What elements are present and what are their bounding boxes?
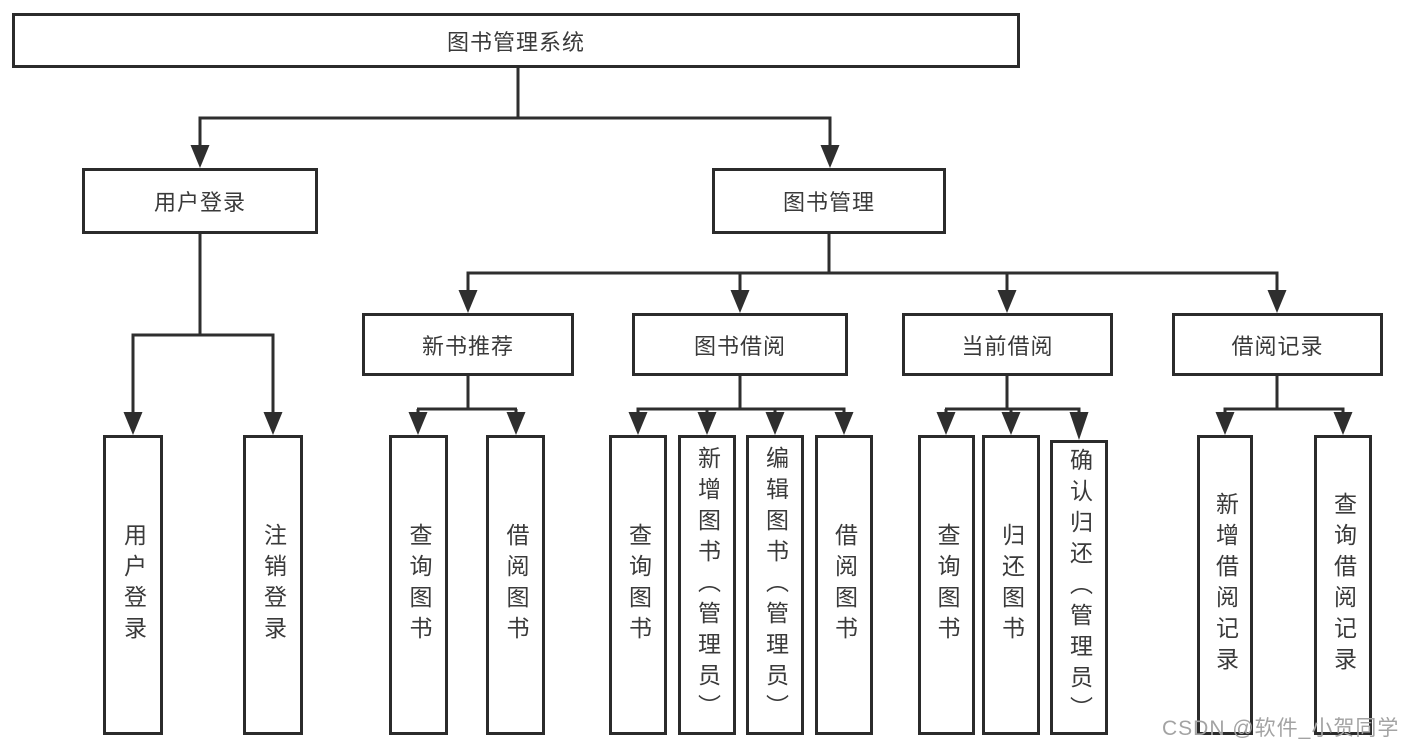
- connector-borrow-records-branch: [1215, 374, 1353, 435]
- leaf-records-add-record: 新增借阅记录: [1197, 435, 1253, 735]
- connector-book-management-to-level3: [458, 232, 1287, 313]
- node-new-book-recommend-label: 新书推荐: [421, 333, 514, 359]
- leaf-rec-borrow-books: 借阅图书: [486, 435, 545, 735]
- leaf-current-return-books: 归还图书: [982, 435, 1040, 735]
- node-book-borrow-label: 图书借阅: [693, 333, 786, 359]
- leaf-records-add-record-label: 新增借阅记录: [1212, 492, 1239, 678]
- leaf-current-return-books-label: 归还图书: [998, 523, 1025, 647]
- node-book-management: 图书管理: [712, 168, 946, 234]
- connector-user-login-branch: [123, 232, 283, 435]
- leaf-borrow-add-books-admin-label: 新增图书（管理员）: [694, 445, 721, 725]
- leaf-current-confirm-return-admin-label: 确认归还（管理员）: [1066, 448, 1093, 727]
- leaf-rec-query-books: 查询图书: [389, 435, 448, 735]
- leaf-borrow-query-books: 查询图书: [609, 435, 667, 735]
- leaf-borrow-edit-books-admin: 编辑图书（管理员）: [746, 435, 804, 735]
- node-borrow-records: 借阅记录: [1172, 313, 1383, 376]
- leaf-user-login: 用户登录: [103, 435, 163, 735]
- leaf-rec-borrow-books-label: 借阅图书: [503, 523, 529, 647]
- leaf-user-login-label: 用户登录: [120, 523, 147, 647]
- node-root: 图书管理系统: [12, 13, 1020, 68]
- node-current-borrow: 当前借阅: [902, 313, 1113, 376]
- node-user-login-label: 用户登录: [153, 190, 246, 215]
- leaf-borrow-query-books-label: 查询图书: [625, 523, 652, 647]
- leaf-current-query-books-label: 查询图书: [934, 523, 960, 647]
- leaf-records-query-record: 查询借阅记录: [1314, 435, 1372, 735]
- leaf-rec-query-books-label: 查询图书: [406, 523, 432, 647]
- leaf-logout: 注销登录: [243, 435, 303, 735]
- node-book-management-label: 图书管理: [782, 190, 875, 215]
- leaf-current-confirm-return-admin: 确认归还（管理员）: [1050, 440, 1108, 735]
- connector-root-to-level2: [190, 66, 840, 168]
- node-user-login: 用户登录: [82, 168, 318, 234]
- node-borrow-records-label: 借阅记录: [1231, 333, 1324, 359]
- leaf-current-query-books: 查询图书: [918, 435, 975, 735]
- connector-new-book-recommend-branch: [408, 374, 526, 435]
- node-root-label: 图书管理系统: [446, 29, 585, 55]
- connector-current-borrow-branch: [936, 374, 1089, 440]
- leaf-borrow-borrow-books-label: 借阅图书: [831, 523, 858, 647]
- leaf-borrow-borrow-books: 借阅图书: [815, 435, 873, 735]
- csdn-watermark: CSDN @软件_小贺同学: [1162, 717, 1400, 740]
- node-current-borrow-label: 当前借阅: [961, 333, 1054, 359]
- leaf-borrow-edit-books-admin-label: 编辑图书（管理员）: [762, 445, 789, 725]
- leaf-records-query-record-label: 查询借阅记录: [1330, 492, 1357, 678]
- node-new-book-recommend: 新书推荐: [362, 313, 574, 376]
- leaf-borrow-add-books-admin: 新增图书（管理员）: [678, 435, 736, 735]
- connector-book-borrow-branch: [628, 374, 854, 435]
- node-book-borrow: 图书借阅: [632, 313, 848, 376]
- leaf-logout-label: 注销登录: [260, 523, 287, 647]
